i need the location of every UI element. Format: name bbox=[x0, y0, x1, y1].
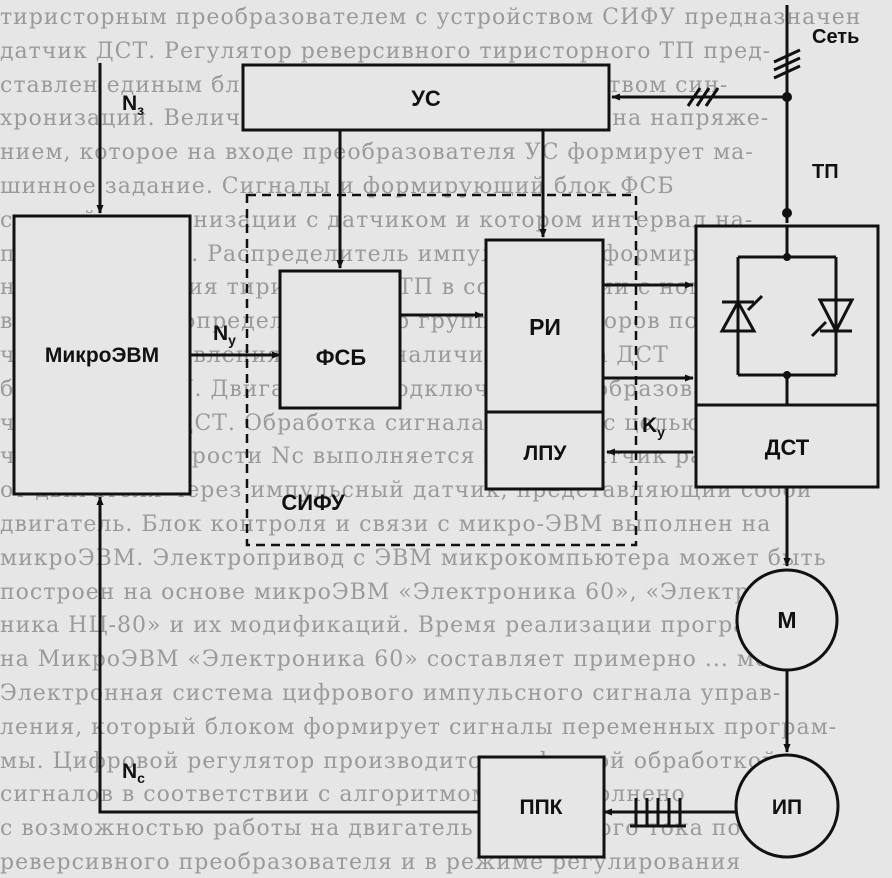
background-text-line: Электронная система цифрового импульсног… bbox=[0, 681, 782, 706]
ky-label: Kу bbox=[642, 414, 665, 440]
background-text-line: датчик ДСТ. Регулятор реверсивного тирис… bbox=[0, 38, 772, 64]
ppk-block bbox=[477, 755, 606, 859]
fsb-label: ФСБ bbox=[316, 345, 367, 370]
mikroevm-label: МикроЭВМ bbox=[45, 344, 159, 367]
nc-arrow bbox=[96, 496, 479, 814]
tap-tick-1 bbox=[686, 87, 702, 107]
nc-label: Nс bbox=[122, 760, 145, 786]
network-tick-2 bbox=[773, 56, 801, 72]
ri-lpu-block bbox=[484, 238, 605, 491]
motor-label: М bbox=[777, 607, 796, 633]
background-text-line: тиристорным преобразователем с устройств… bbox=[0, 5, 862, 30]
network-tick-1 bbox=[773, 48, 801, 64]
background-text-line: построен на основе микроЭВМ «Электроника… bbox=[0, 579, 773, 605]
wires bbox=[96, 5, 801, 828]
us-block bbox=[241, 63, 611, 132]
ip-circle bbox=[734, 753, 840, 859]
background-text-line: реверсивного преобразователя и в режиме … bbox=[0, 850, 742, 875]
network-label: Сеть bbox=[812, 26, 859, 48]
tap-tick-2 bbox=[695, 87, 711, 107]
ip-label: ИП bbox=[772, 796, 802, 819]
network-tick-3 bbox=[773, 64, 801, 80]
background-text-line: шинное задание. Сигналы и формирующий бл… bbox=[0, 174, 675, 199]
thyristor-icon bbox=[719, 226, 855, 405]
tp-label: ТП bbox=[812, 161, 839, 183]
background-text-line: ника НЦ-80» и их модификаций. Время реал… bbox=[0, 613, 803, 639]
background-text-line: двигатель. Блок контроля и связи с микро… bbox=[0, 512, 772, 537]
motor-circle bbox=[735, 568, 839, 672]
fsb-block bbox=[278, 269, 402, 410]
background-text-line: на МикроЭВМ «Электроника 60» составляет … bbox=[0, 647, 777, 673]
background-text-line: ления, который блоком формирует сигналы … bbox=[0, 714, 838, 740]
sifu-label: СИФУ bbox=[281, 490, 345, 515]
tap-tick-3 bbox=[704, 87, 720, 107]
ri-label: РИ bbox=[529, 314, 561, 340]
sifu-dashed-frame bbox=[245, 193, 638, 547]
lpu-label: ЛПУ bbox=[524, 442, 568, 465]
background-text-line: микроЭВМ. Электропривод с ЭВМ микрокомпь… bbox=[0, 545, 827, 571]
background-text-line: с возможностью работы на двигатель посто… bbox=[0, 816, 823, 842]
background-text-line: мы. Цифровой регулятор производится цифр… bbox=[0, 748, 778, 774]
background-text-line: нием, которое на входе преобразователя У… bbox=[0, 140, 754, 166]
mikroevm-block bbox=[12, 214, 192, 496]
dst-label: ДСТ bbox=[765, 435, 810, 460]
us-label: УС bbox=[411, 86, 441, 111]
ppk-label: ППК bbox=[519, 796, 562, 819]
nz-label: Nз bbox=[122, 92, 144, 118]
ny-label: Nу bbox=[213, 322, 236, 348]
tp-dst-block bbox=[694, 224, 880, 489]
